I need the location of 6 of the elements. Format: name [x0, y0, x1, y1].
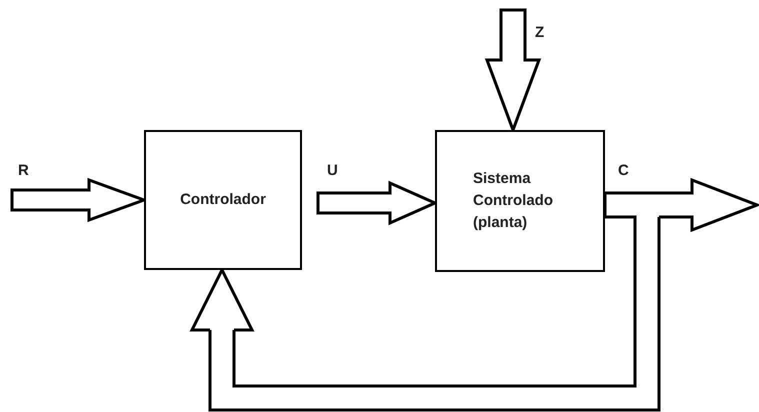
box-label: Controlador [180, 190, 266, 210]
block-arrow [190, 216, 660, 412]
process-box [435, 130, 605, 272]
box-label: Sistema Controlado (planta) [473, 169, 554, 233]
block-arrow [604, 178, 759, 232]
process-box [144, 130, 302, 270]
